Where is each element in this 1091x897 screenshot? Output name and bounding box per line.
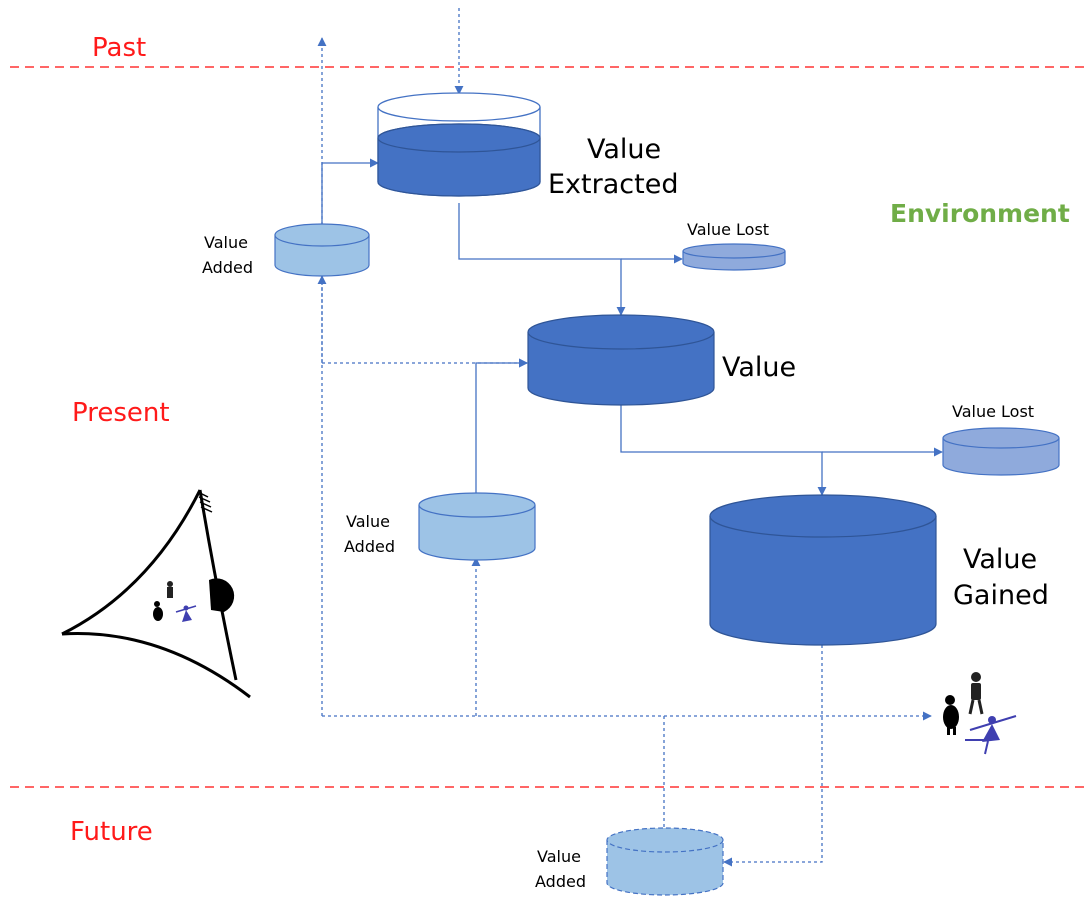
gained-to-future-arrow [723, 645, 823, 867]
value-lost-mid-label: Value Lost [952, 402, 1034, 421]
eye-icon [61, 489, 251, 699]
extracted-to-value-arrow [458, 203, 626, 316]
value-label: Value [722, 352, 796, 383]
value-cylinder [527, 314, 715, 406]
value-gained-label: Value Gained [953, 544, 1049, 611]
present-label: Present [72, 398, 170, 428]
value-to-gained-arrow [620, 400, 827, 496]
value-added-mid-to-value-arrow [475, 358, 528, 493]
past-label: Past [92, 33, 146, 63]
value-extracted-cylinder [377, 92, 541, 197]
value-extracted-label: Value Extracted [548, 134, 678, 200]
value-added-mid-label: Value Added [344, 512, 395, 556]
value-added-mid-cylinder [418, 492, 536, 561]
value-lost-top-label: Value Lost [687, 220, 769, 239]
value-added-to-extracted-arrow [321, 158, 379, 225]
people-icon [943, 672, 1017, 755]
value-added-top-cylinder [274, 223, 370, 277]
value-lost-mid-cylinder [942, 427, 1060, 476]
future-label: Future [70, 817, 153, 847]
value-added-future-label: Value Added [535, 847, 586, 891]
value-added-top-label: Value Added [202, 233, 253, 277]
value-lost-top-cylinder [682, 243, 786, 271]
value-gained-cylinder [709, 494, 937, 646]
environment-label: Environment [890, 199, 1070, 228]
value-added-future-cylinder [606, 827, 724, 896]
